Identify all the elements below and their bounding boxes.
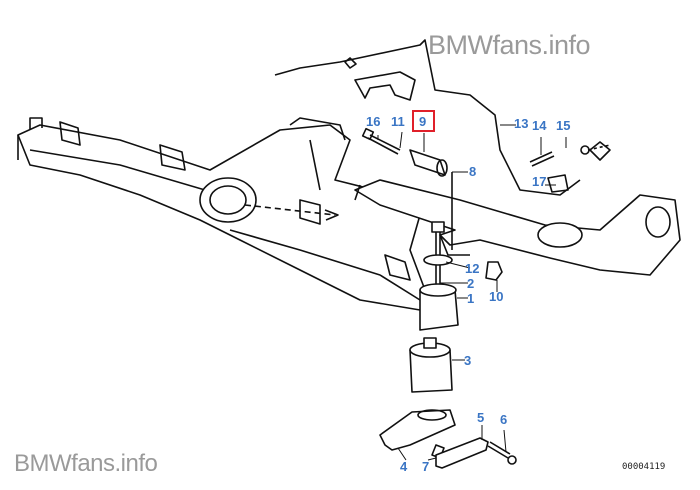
part-label-6[interactable]: 6 (500, 412, 508, 427)
part-label-10[interactable]: 10 (489, 289, 504, 304)
part-label-13[interactable]: 13 (514, 116, 529, 131)
part-label-14[interactable]: 14 (532, 118, 547, 133)
watermark-top: BMWfans.info (428, 30, 591, 60)
trailing-arm (354, 179, 681, 276)
part-label-16[interactable]: 16 (366, 114, 381, 129)
part-label-5[interactable]: 5 (477, 410, 485, 425)
diagram-code: 00004119 (622, 462, 666, 472)
part-label-2[interactable]: 2 (467, 276, 475, 291)
bush-9 (409, 149, 446, 176)
part-label-9[interactable]: 9 (419, 114, 427, 129)
brake-line (274, 39, 581, 196)
differential-mount (199, 177, 257, 223)
part-label-11[interactable]: 11 (391, 114, 405, 129)
plate-5 (435, 437, 489, 469)
part-label-12[interactable]: 12 (465, 261, 480, 276)
part-label-4[interactable]: 4 (400, 459, 408, 474)
selected-part-highlight (412, 110, 435, 132)
part-label-7[interactable]: 7 (422, 459, 430, 474)
watermark-bottom: BMWfans.info (14, 450, 158, 477)
part-label-3[interactable]: 3 (464, 353, 472, 368)
part-label-8[interactable]: 8 (469, 164, 477, 179)
part-label-1[interactable]: 1 (467, 291, 475, 306)
part-label-15[interactable]: 15 (556, 118, 571, 133)
part-label-17[interactable]: 17 (532, 174, 547, 189)
